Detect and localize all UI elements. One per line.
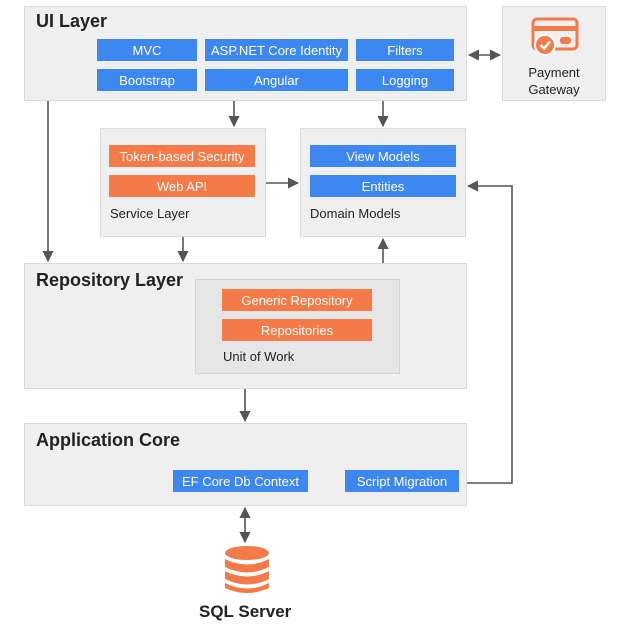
payment-gateway-line1: Payment: [528, 65, 580, 80]
logging-box: Logging: [356, 69, 454, 91]
unit-of-work-title: Unit of Work: [223, 349, 295, 364]
repository-layer-title: Repository Layer: [36, 270, 184, 290]
domain-models-title: Domain Models: [310, 206, 401, 221]
web-api-box: Web API: [109, 175, 255, 197]
payment-gateway-line2: Gateway: [528, 82, 580, 97]
database-icon: [225, 546, 269, 593]
repositories-box: Repositories: [222, 319, 372, 341]
service-layer-title: Service Layer: [110, 206, 190, 221]
script-migration-box: Script Migration: [345, 470, 459, 492]
mvc-box: MVC: [97, 39, 197, 61]
payment-gateway-panel: [502, 6, 606, 101]
sql-server-label: SQL Server: [199, 602, 292, 621]
migration-to-entities-arrow: [466, 180, 513, 484]
aspnet-identity-box: ASP.NET Core Identity: [205, 39, 348, 61]
token-security-box: Token-based Security: [109, 145, 255, 167]
credit-card-check-icon: [531, 17, 579, 56]
filters-box: Filters: [356, 39, 454, 61]
bootstrap-box: Bootstrap: [97, 69, 197, 91]
ui-layer-title: UI Layer: [36, 11, 108, 31]
application-core-title: Application Core: [36, 430, 181, 450]
angular-box: Angular: [205, 69, 348, 91]
view-models-box: View Models: [310, 145, 456, 167]
ef-core-db-context-box: EF Core Db Context: [173, 470, 308, 492]
generic-repository-box: Generic Repository: [222, 289, 372, 311]
entities-box: Entities: [310, 175, 456, 197]
payment-gateway-label: Payment Gateway: [502, 64, 606, 98]
application-core-panel: [24, 423, 467, 506]
